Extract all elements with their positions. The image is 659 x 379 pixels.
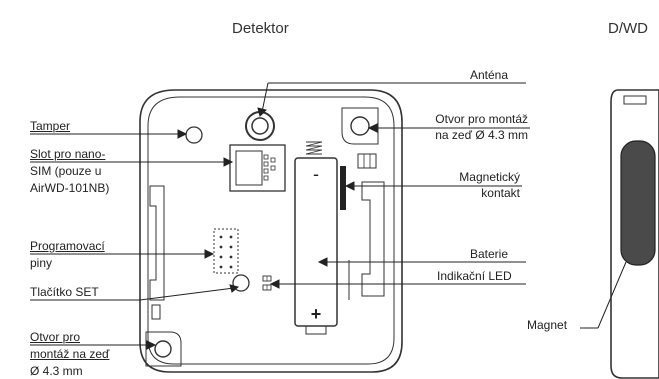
magnet-label: Magnet	[527, 318, 568, 332]
mount-hole-bottom-label-3: Ø 4.3 mm	[30, 364, 83, 378]
indication-led	[262, 275, 272, 291]
sim-slot-label-1: Slot pro nano-	[30, 147, 106, 161]
housing-inner	[147, 96, 395, 365]
sim-slot-label-2: SIM (pouze u	[30, 164, 102, 178]
mount-hole-top	[350, 116, 370, 136]
antenna-label: Anténa	[470, 68, 509, 82]
magnetic-contact-label-1: Magnetický	[459, 170, 520, 184]
housing-outline	[139, 89, 403, 373]
programming-pins	[213, 228, 239, 274]
mount-hole-bottom-label-2: montáž na zeď	[30, 347, 110, 361]
sim-slot-label-3: AirWD-101NB)	[30, 181, 110, 195]
tamper-button	[185, 126, 203, 144]
mount-hole-bottom-label-1: Otvor pro	[30, 330, 81, 344]
set-button	[232, 274, 250, 292]
mount-hole-top-label-1: Otvor pro montáž	[435, 112, 528, 126]
side-view	[610, 89, 659, 379]
led-label: Indikační LED	[437, 269, 512, 283]
right-rail	[361, 181, 385, 297]
battery-plus-sign: +	[311, 304, 322, 324]
magnetic-contact-label-2: kontakt	[481, 186, 520, 200]
set-button-label: Tlačítko SET	[30, 285, 99, 299]
prog-pins-label-2: piny	[30, 256, 53, 270]
magnet-bar	[620, 140, 656, 266]
battery-spring	[305, 141, 323, 155]
side-view-title: D/WD	[608, 20, 648, 37]
detector-title: Detektor	[232, 20, 289, 37]
prog-pins-label-1: Programovací	[30, 239, 105, 253]
mount-hole-top-label-2: na zeď Ø 4.3 mm	[435, 128, 528, 142]
magnetic-contact	[340, 166, 346, 210]
tamper-label: Tamper	[30, 119, 71, 133]
battery-minus-sign: -	[313, 164, 319, 184]
left-rail	[149, 185, 165, 301]
mount-hole-bottom	[154, 340, 172, 358]
sim-slot	[229, 144, 286, 192]
battery-label: Baterie	[470, 247, 509, 261]
